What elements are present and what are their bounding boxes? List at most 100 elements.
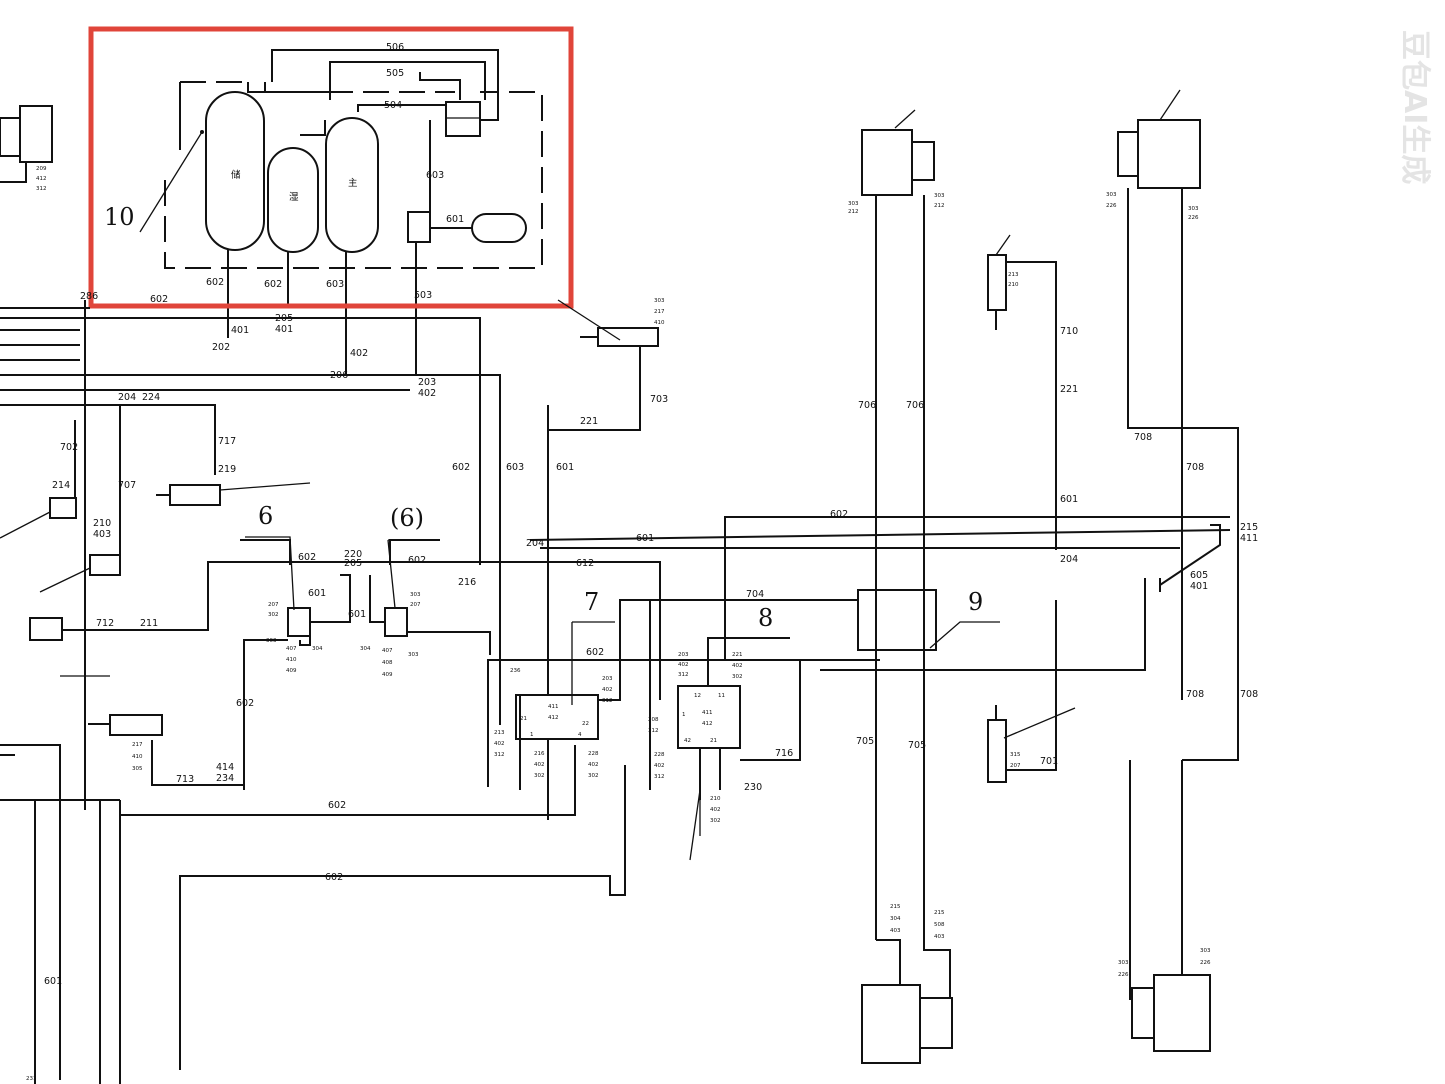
svg-text:708: 708 bbox=[1186, 689, 1204, 700]
svg-text:207: 207 bbox=[1010, 763, 1021, 769]
svg-text:403: 403 bbox=[890, 928, 901, 934]
svg-text:402: 402 bbox=[494, 741, 505, 747]
svg-text:304: 304 bbox=[360, 646, 371, 652]
svg-text:217: 217 bbox=[132, 742, 143, 748]
svg-text:407: 407 bbox=[382, 648, 393, 654]
svg-text:407: 407 bbox=[286, 646, 297, 652]
svg-text:402: 402 bbox=[678, 662, 689, 668]
svg-text:303: 303 bbox=[1200, 948, 1211, 954]
watermark: 豆包AI生成 bbox=[1397, 30, 1432, 184]
svg-text:603: 603 bbox=[326, 279, 344, 290]
tank-label-storage: 储 bbox=[231, 169, 241, 181]
callout-6: 6 bbox=[258, 502, 273, 530]
svg-text:302: 302 bbox=[588, 773, 599, 779]
svg-text:312: 312 bbox=[494, 752, 505, 758]
svg-text:602: 602 bbox=[408, 555, 426, 566]
svg-text:504: 504 bbox=[384, 100, 402, 111]
svg-text:601: 601 bbox=[636, 533, 654, 544]
svg-text:411: 411 bbox=[548, 704, 559, 710]
svg-text:214: 214 bbox=[52, 480, 70, 491]
svg-text:601: 601 bbox=[446, 214, 464, 225]
svg-text:215: 215 bbox=[934, 910, 945, 916]
svg-text:706: 706 bbox=[858, 400, 876, 411]
svg-text:236: 236 bbox=[510, 668, 521, 674]
svg-text:605: 605 bbox=[1190, 570, 1208, 581]
component-codes: 209 412 312 303 212 303 212 303 226 303 … bbox=[26, 166, 1211, 1082]
callout-7: 7 bbox=[584, 588, 599, 616]
svg-text:212: 212 bbox=[934, 203, 945, 209]
svg-text:703: 703 bbox=[650, 394, 668, 405]
svg-text:409: 409 bbox=[286, 668, 297, 674]
svg-text:21: 21 bbox=[710, 738, 717, 744]
svg-text:402: 402 bbox=[534, 762, 545, 768]
svg-text:21: 21 bbox=[520, 716, 527, 722]
highlight-box bbox=[88, 26, 574, 309]
svg-text:12: 12 bbox=[694, 693, 701, 699]
svg-text:231: 231 bbox=[26, 1076, 37, 1082]
left-valve-1 bbox=[49, 497, 77, 519]
callout-9: 9 bbox=[968, 588, 983, 616]
svg-text:403: 403 bbox=[93, 529, 111, 540]
valve-6 bbox=[287, 607, 311, 637]
svg-text:705: 705 bbox=[856, 736, 874, 747]
svg-text:402: 402 bbox=[602, 687, 613, 693]
svg-text:226: 226 bbox=[1188, 215, 1199, 221]
sensor-upper bbox=[987, 254, 1007, 311]
actuator-top-1 bbox=[861, 129, 913, 196]
svg-text:1: 1 bbox=[530, 732, 534, 738]
tank-main bbox=[325, 117, 379, 253]
svg-text:221: 221 bbox=[1060, 384, 1078, 395]
svg-text:11: 11 bbox=[718, 693, 725, 699]
svg-text:22: 22 bbox=[582, 721, 589, 727]
svg-text:708: 708 bbox=[1240, 689, 1258, 700]
svg-text:4: 4 bbox=[578, 732, 582, 738]
svg-text:305: 305 bbox=[132, 766, 143, 772]
svg-text:202: 202 bbox=[212, 342, 230, 353]
left-cylinder-1 bbox=[169, 484, 221, 506]
svg-text:303: 303 bbox=[654, 298, 665, 304]
svg-text:303: 303 bbox=[1188, 206, 1199, 212]
upper-right-cylinder bbox=[597, 327, 659, 347]
svg-text:411: 411 bbox=[1240, 533, 1258, 544]
valve-7 bbox=[515, 694, 599, 740]
tank-wet bbox=[267, 147, 319, 253]
svg-text:219: 219 bbox=[218, 464, 236, 475]
svg-text:402: 402 bbox=[710, 807, 721, 813]
svg-text:216: 216 bbox=[534, 751, 545, 757]
svg-text:312: 312 bbox=[602, 698, 613, 704]
svg-text:226: 226 bbox=[1106, 203, 1117, 209]
svg-text:412: 412 bbox=[36, 176, 47, 182]
tank-label-wet: 湿 bbox=[289, 192, 299, 203]
svg-text:206: 206 bbox=[330, 370, 348, 381]
svg-text:209: 209 bbox=[36, 166, 47, 172]
svg-text:213: 213 bbox=[494, 730, 505, 736]
svg-text:602: 602 bbox=[236, 698, 254, 709]
svg-text:221: 221 bbox=[732, 652, 743, 658]
svg-text:601: 601 bbox=[348, 609, 366, 620]
svg-text:602: 602 bbox=[325, 872, 343, 883]
svg-text:203: 203 bbox=[678, 652, 689, 658]
svg-text:707: 707 bbox=[118, 480, 136, 491]
svg-text:412: 412 bbox=[548, 715, 559, 721]
sensor-lower bbox=[987, 719, 1007, 783]
svg-text:228: 228 bbox=[654, 752, 665, 758]
filter-capsule bbox=[471, 213, 527, 243]
svg-text:215: 215 bbox=[1240, 522, 1258, 533]
svg-text:207: 207 bbox=[268, 602, 279, 608]
svg-text:302: 302 bbox=[710, 818, 721, 824]
svg-text:602: 602 bbox=[298, 552, 316, 563]
svg-text:704: 704 bbox=[746, 589, 764, 600]
svg-text:716: 716 bbox=[775, 748, 793, 759]
svg-text:402: 402 bbox=[588, 762, 599, 768]
svg-text:234: 234 bbox=[216, 773, 234, 784]
callout-8: 8 bbox=[758, 604, 773, 632]
svg-text:226: 226 bbox=[1200, 960, 1211, 966]
air-tank-section: 储 湿 主 506 505 504 603 601 602 602 603 50… bbox=[104, 42, 543, 375]
svg-text:705: 705 bbox=[908, 740, 926, 751]
svg-text:708: 708 bbox=[1134, 432, 1152, 443]
callout-6b: (6) bbox=[390, 504, 424, 532]
svg-text:207: 207 bbox=[410, 602, 421, 608]
svg-text:410: 410 bbox=[654, 320, 665, 326]
svg-text:409: 409 bbox=[382, 672, 393, 678]
svg-text:303: 303 bbox=[1106, 192, 1117, 198]
